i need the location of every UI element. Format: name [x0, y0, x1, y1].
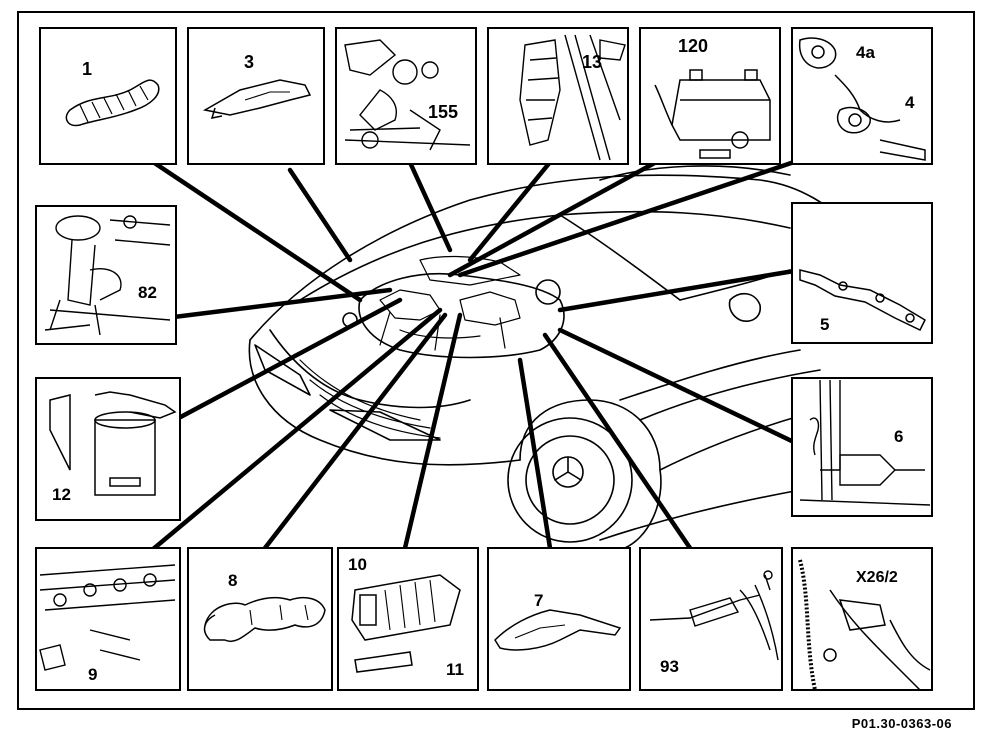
inset-82-label: 82 — [138, 283, 157, 302]
inset-8-label: 8 — [228, 571, 237, 590]
inset-6: 6 — [791, 377, 933, 517]
inset-7: 7 — [487, 547, 631, 691]
inset-9: 9 — [35, 547, 181, 691]
inset-9-label: 9 — [88, 665, 97, 684]
outer-border — [17, 11, 975, 710]
leader-lines — [137, 147, 803, 563]
inset-4: 4a 4 — [791, 27, 933, 165]
inset-82: 82 — [35, 205, 177, 345]
inset-93: 93 — [639, 547, 783, 691]
inset-13: 13 — [487, 27, 629, 165]
inset-7-label: 7 — [534, 591, 543, 610]
inset-8: 8 — [187, 547, 333, 691]
inset-12-label: 12 — [52, 485, 71, 504]
inset-10-label: 10 — [348, 555, 367, 574]
inset-11-label: 11 — [446, 660, 464, 679]
inset-120-label: 120 — [678, 36, 708, 56]
inset-5: 5 — [791, 202, 933, 344]
inset-12: 12 — [35, 377, 181, 521]
inset-1: 1 — [39, 27, 177, 165]
inset-4a-label: 4a — [856, 43, 875, 62]
document-id: P01.30-0363-06 — [851, 716, 952, 731]
inset-93-label: 93 — [660, 657, 679, 676]
inset-10: 10 11 — [337, 547, 479, 691]
inset-3: 3 — [187, 27, 325, 165]
inset-155: 155 — [335, 27, 477, 165]
inset-3-label: 3 — [244, 52, 254, 72]
inset-13-label: 13 — [582, 52, 602, 72]
inset-4-label: 4 — [905, 93, 915, 112]
inset-5-label: 5 — [820, 315, 829, 334]
inset-155-label: 155 — [428, 102, 458, 122]
inset-1-label: 1 — [82, 59, 92, 79]
car-illustration — [248, 165, 861, 551]
inset-120: 120 — [639, 27, 781, 165]
inset-x26-2: X26/2 — [791, 547, 933, 691]
inset-6-label: 6 — [894, 427, 903, 446]
inset-x26-2-label: X26/2 — [856, 569, 898, 586]
